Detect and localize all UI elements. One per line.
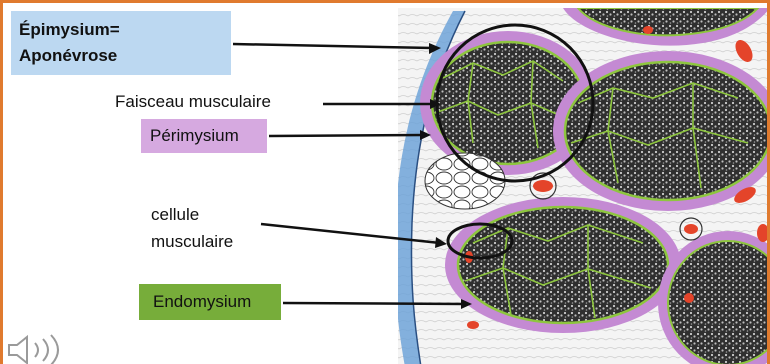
faisceau-label: Faisceau musculaire <box>115 92 271 112</box>
endomysium-label: Endomysium <box>139 284 281 320</box>
perimysium-label: Périmysium <box>141 119 267 153</box>
cellule-label-line2: musculaire <box>151 228 233 255</box>
epimysium-label: Épimysium= Aponévrose <box>11 11 231 75</box>
epimysium-label-line1: Épimysium= <box>19 17 223 43</box>
speaker-icon[interactable] <box>5 333 69 364</box>
cellule-label-line1: cellule <box>151 201 233 228</box>
cellule-label: cellule musculaire <box>151 201 233 255</box>
epimysium-label-line2: Aponévrose <box>19 43 223 69</box>
